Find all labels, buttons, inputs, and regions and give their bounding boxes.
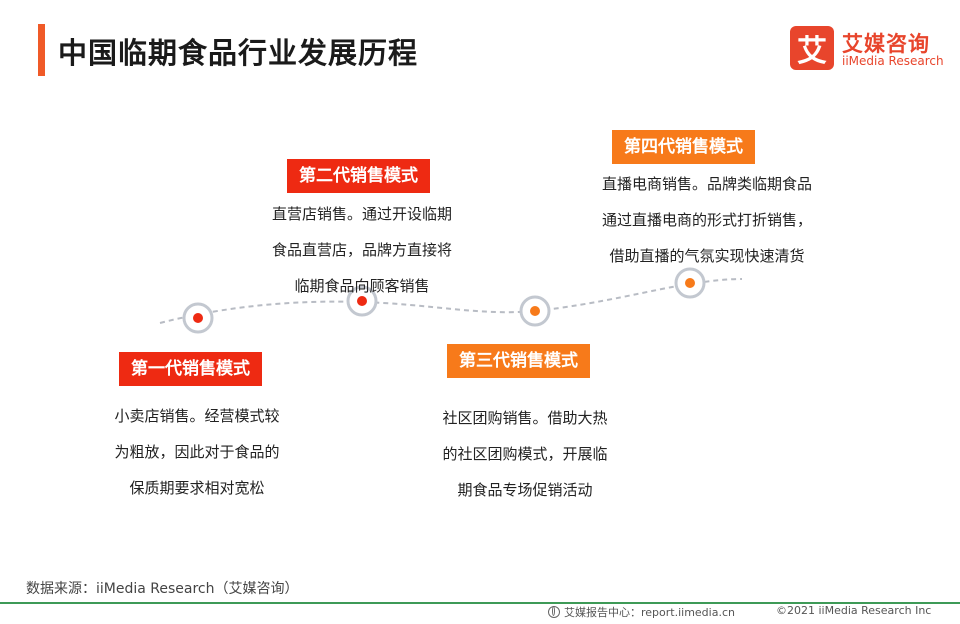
- footer-report-center: 艾媒报告中心：report.iimedia.cn: [548, 604, 735, 620]
- timeline-node-4: [674, 267, 706, 299]
- footer-copyright: ©2021 iiMedia Research Inc: [776, 604, 932, 617]
- timeline-node-3: [519, 295, 551, 327]
- stage-4-line-2: 通过直播电商的形式打折销售，: [601, 211, 812, 229]
- stage-4-label: 第四代销售模式: [612, 130, 755, 164]
- stage-2-label: 第二代销售模式: [287, 159, 430, 193]
- stage-2-line-1: 直营店销售。通过开设临期: [271, 205, 452, 223]
- logo-name-en: iiMedia Research: [842, 54, 944, 68]
- stage-3-label: 第三代销售模式: [447, 344, 590, 378]
- data-source-note: 数据来源：iiMedia Research（艾媒咨询）: [26, 581, 299, 597]
- brand-logo: 艾 艾媒咨询 iiMedia Research: [790, 26, 950, 72]
- stage-2-line-2: 食品直营店，品牌方直接将: [271, 241, 452, 259]
- stage-4-line-1: 直播电商销售。品牌类临期食品: [601, 175, 812, 193]
- logo-name-cn: 艾媒咨询: [842, 32, 930, 56]
- stage-1-label: 第一代销售模式: [119, 352, 262, 386]
- stage-1-line-3: 保质期要求相对宽松: [129, 479, 265, 497]
- stage-3-line-2: 的社区团购模式，开展临: [442, 445, 608, 463]
- stage-2-line-3: 临期食品向顾客销售: [294, 277, 430, 295]
- logo-mark-icon: 艾: [790, 26, 834, 70]
- stage-3-line-3: 期食品专场促销活动: [457, 481, 593, 499]
- stage-2-description: 直营店销售。通过开设临期 食品直营店，品牌方直接将 临期食品向顾客销售: [250, 196, 474, 304]
- stage-4-description: 直播电商销售。品牌类临期食品 通过直播电商的形式打折销售， 借助直播的气氛实现快…: [572, 166, 842, 274]
- page-title: 中国临期食品行业发展历程: [58, 36, 419, 70]
- stage-4-line-3: 借助直播的气氛实现快速清货: [609, 247, 805, 265]
- stage-1-line-1: 小卖店销售。经营模式较: [114, 407, 280, 425]
- stage-3-description: 社区团购销售。借助大热 的社区团购模式，开展临 期食品专场促销活动: [420, 400, 630, 508]
- stage-1-line-2: 为粗放，因此对于食品的: [114, 443, 280, 461]
- timeline-node-1: [182, 302, 214, 334]
- stage-3-line-1: 社区团购销售。借助大热: [442, 409, 608, 427]
- footer-report-center-text: 艾媒报告中心：report.iimedia.cn: [564, 606, 735, 619]
- footer-divider: [0, 602, 960, 604]
- globe-icon: [548, 606, 560, 618]
- stage-1-description: 小卖店销售。经营模式较 为粗放，因此对于食品的 保质期要求相对宽松: [92, 398, 302, 506]
- timeline-node-2: [346, 285, 378, 317]
- title-accent-bar: [38, 24, 45, 76]
